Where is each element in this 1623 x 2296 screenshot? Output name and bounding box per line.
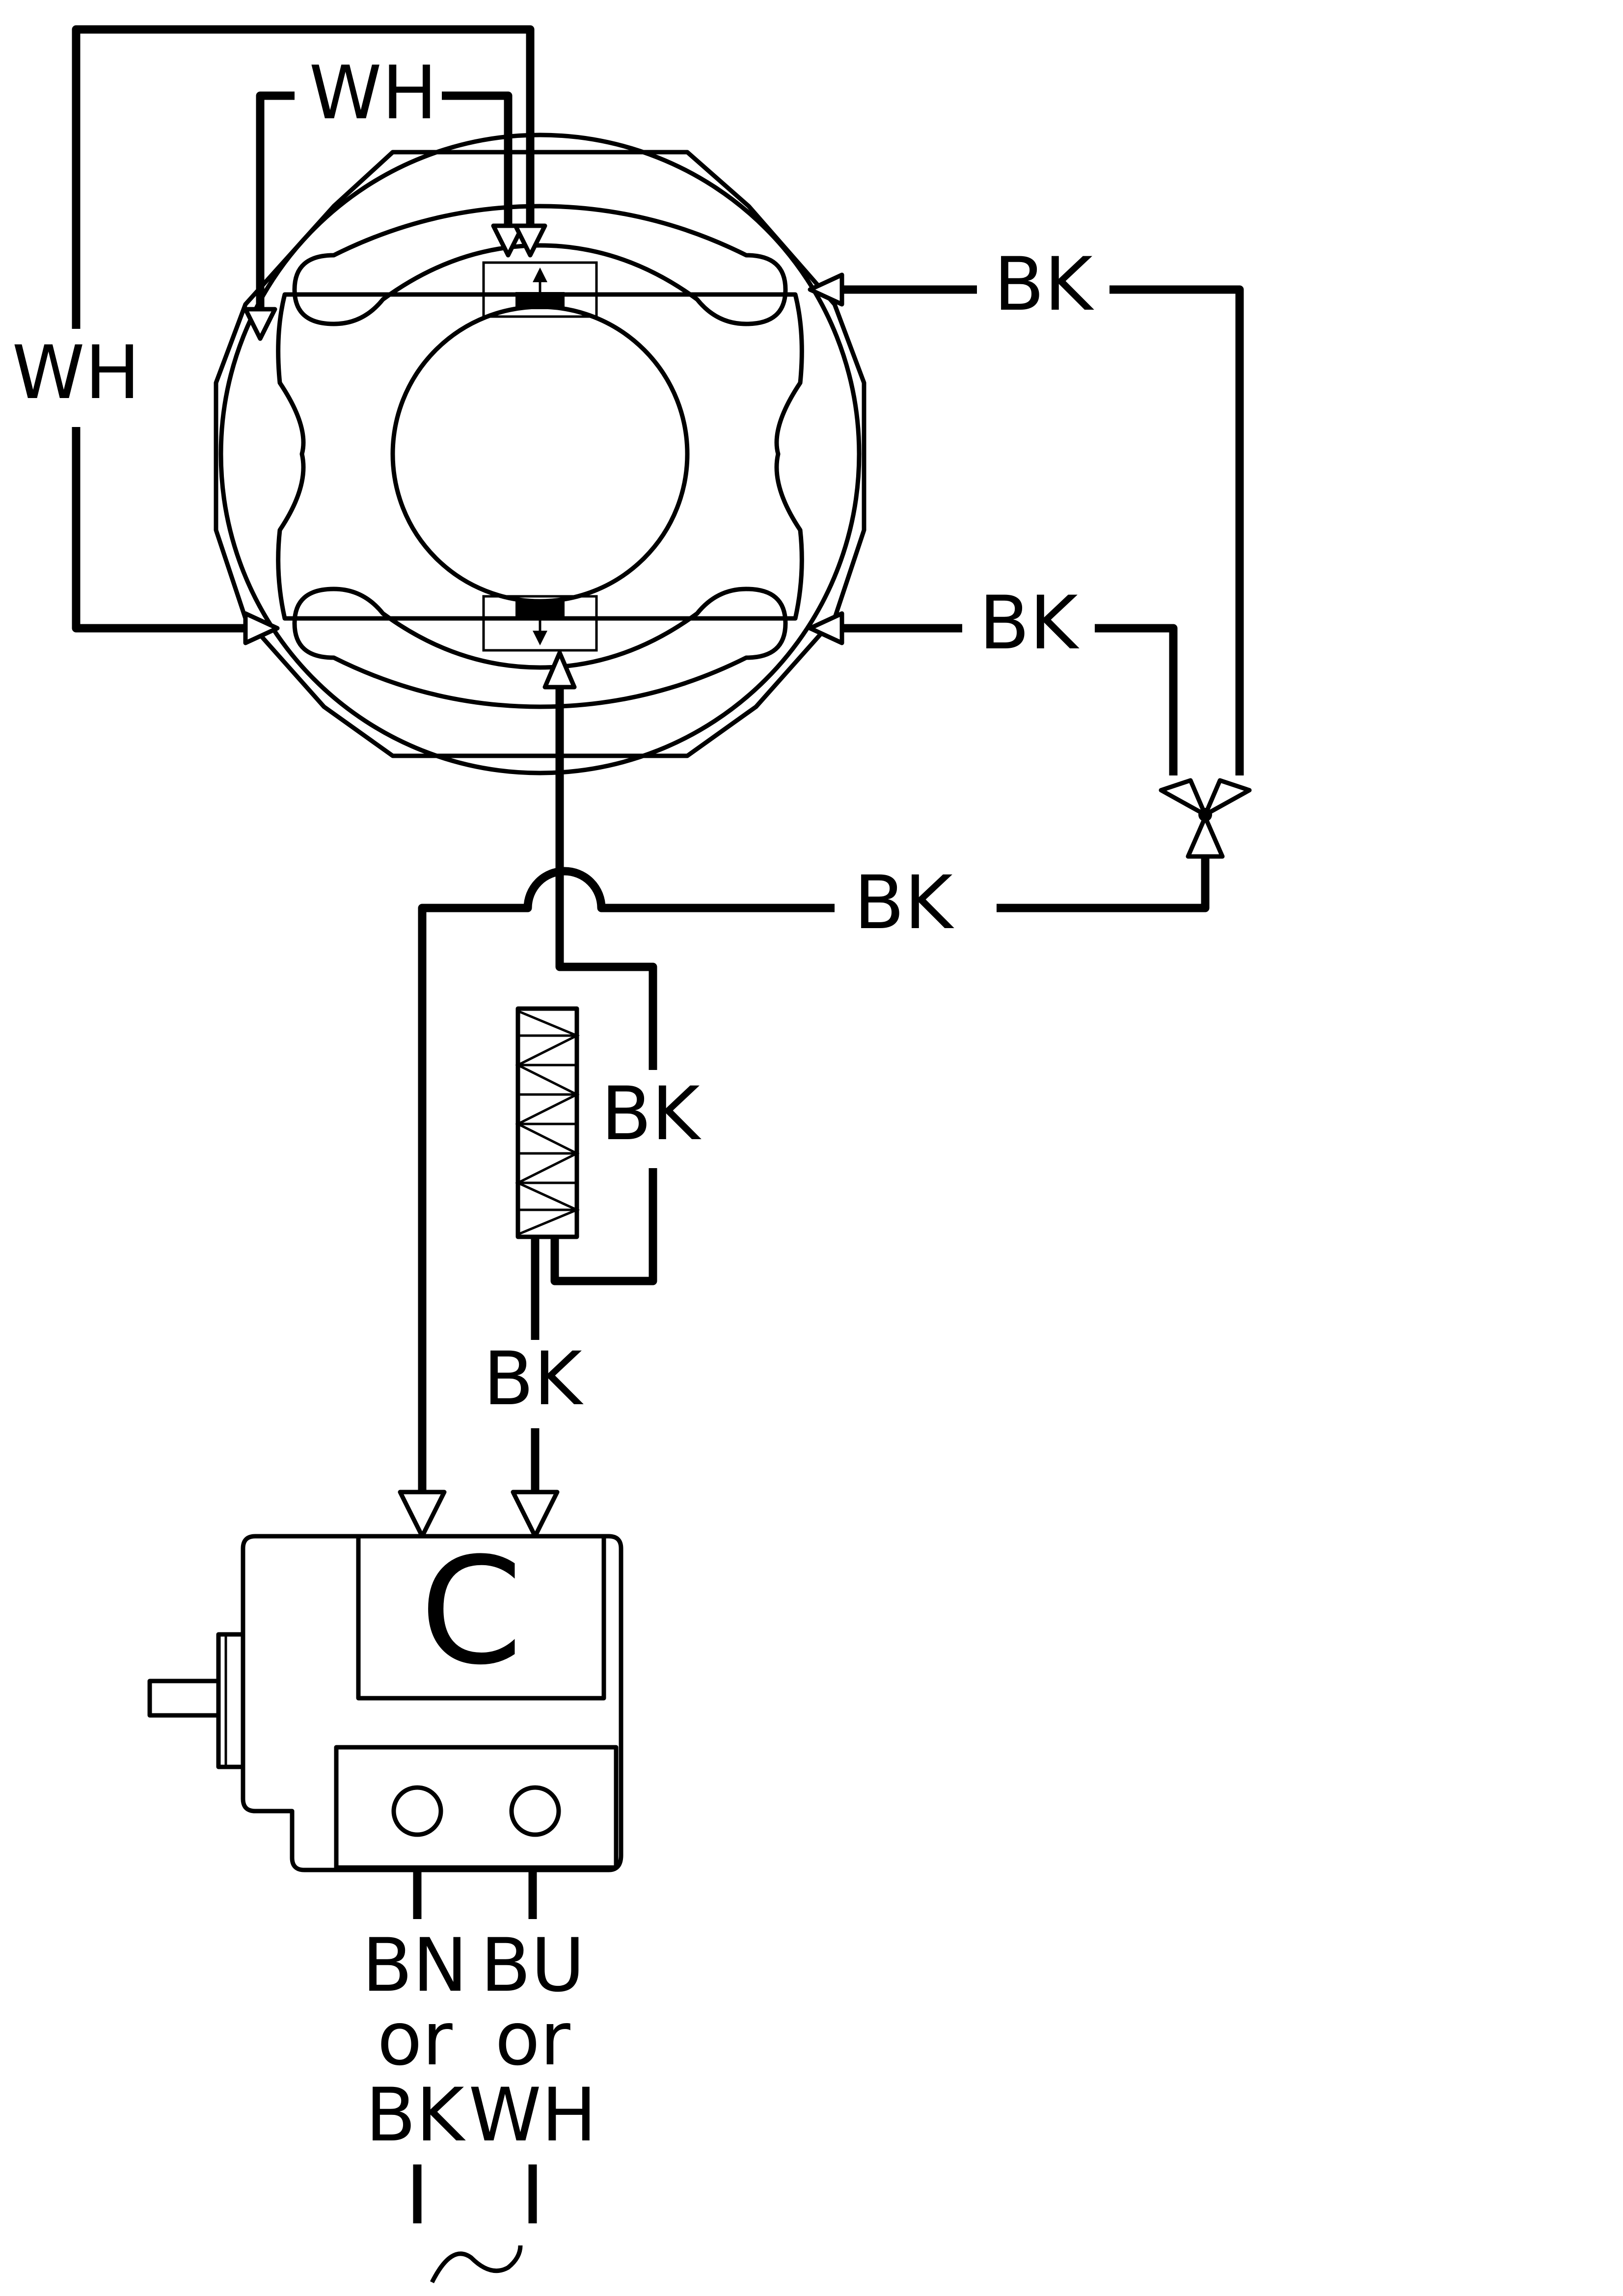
lead-right-or: or <box>495 1997 570 2082</box>
white-wires: WH WH <box>12 25 547 645</box>
wh-wire-outer <box>72 25 535 633</box>
capacitor-body <box>241 1534 623 1872</box>
arrow-head-icon <box>491 223 525 258</box>
arrow-head-icon <box>808 611 844 645</box>
arrow-head-icon <box>398 1490 447 1539</box>
terminal-marker-bottom <box>533 631 547 645</box>
bk-wire-crossing <box>418 856 1210 1512</box>
stator-core <box>276 292 804 621</box>
capacitor-terminal-right <box>509 1785 561 1837</box>
bk-wire-lower-right <box>837 624 1178 775</box>
pole-slot-lower <box>292 587 788 709</box>
bk-label-lower-right: BK <box>979 581 1080 666</box>
bk-label-resistor: BK <box>601 1071 702 1157</box>
capacitor-terminal-panel <box>334 1745 619 1870</box>
ac-supply-icon <box>430 2245 523 2284</box>
arrow-head-icon <box>1186 815 1225 859</box>
terminal-box-bottom <box>482 595 598 652</box>
lead-left-color-1: BN <box>362 1923 467 2008</box>
thermal-protector <box>515 1006 580 1239</box>
rotor <box>390 304 690 604</box>
capacitor-stud <box>147 1679 221 1718</box>
arrow-head-icon <box>1159 778 1208 817</box>
wh-label-left: WH <box>12 330 140 416</box>
arrow-head-icon <box>243 611 280 645</box>
black-wires-middle: BK BK BK <box>398 650 1210 1539</box>
lead-right-color-2: WH <box>468 2073 596 2158</box>
black-wires-right: BK BK <box>808 242 1252 859</box>
wh-label-top: WH <box>309 51 437 136</box>
bk-label-lower: BK <box>483 1336 584 1422</box>
terminal-block-bottom <box>515 601 565 618</box>
arrow-head-icon <box>542 650 577 690</box>
junction-point <box>1198 808 1212 822</box>
capacitor-flange <box>216 1632 245 1769</box>
lead-right-color-1: BU <box>481 1923 585 2008</box>
lead-left-color-2: BK <box>365 2073 466 2158</box>
terminal-box-top <box>482 261 598 318</box>
motor <box>214 133 866 775</box>
capacitor-label-panel <box>356 1534 606 1701</box>
terminal-block-top <box>515 292 565 309</box>
arrow-head-icon <box>1203 778 1252 817</box>
terminal-marker-top <box>533 267 547 282</box>
pole-slot-upper <box>292 204 788 326</box>
arrow-head-icon <box>808 272 844 307</box>
capacitor-terminal-left <box>391 1785 443 1837</box>
supply-leads: BN or BK BU or WH <box>362 1870 597 2284</box>
capacitor: C <box>147 1526 623 1872</box>
motor-housing-inner <box>214 150 866 758</box>
arrow-head-icon <box>511 1490 560 1539</box>
bk-wire-upper-right <box>837 285 1244 775</box>
arrow-head-icon <box>243 307 277 341</box>
motor-housing-outer <box>218 133 862 775</box>
lead-left-or: or <box>377 1997 453 2082</box>
bk-label-upper-right: BK <box>994 242 1094 327</box>
capacitor-label: C <box>420 1526 522 1697</box>
arrow-head-icon <box>513 223 547 258</box>
bk-label-middle: BK <box>854 860 954 946</box>
